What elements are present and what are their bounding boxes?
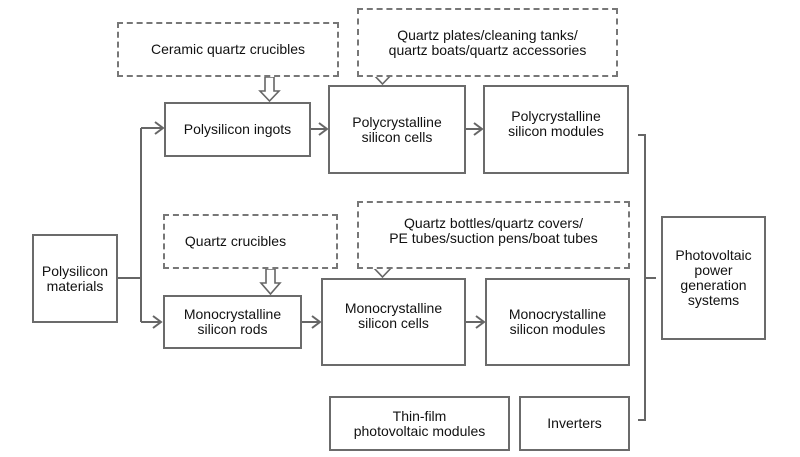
arrowhead-polycells-to-modules <box>473 122 484 136</box>
node-label: Thin-film photovoltaic modules <box>353 407 486 439</box>
node-inverters: Inverters <box>519 396 630 451</box>
node-label: Polycrystalline silicon cells <box>352 113 442 145</box>
node-monocrystalline-modules: Monocrystalline silicon modules <box>485 278 630 366</box>
node-polycrystalline-modules: Polycrystalline silicon modules <box>483 85 629 174</box>
node-label: Quartz plates/cleaning tanks/ quartz boa… <box>388 26 587 58</box>
node-label: Monocrystalline silicon modules <box>508 306 607 337</box>
node-thin-film-modules: Thin-film photovoltaic modules <box>329 396 510 451</box>
arrowhead-to-rods <box>152 315 163 329</box>
node-polycrystalline-cells: Polycrystalline silicon cells <box>328 85 466 174</box>
node-monocrystalline-cells: Monocrystalline silicon cells <box>321 278 466 366</box>
node-ceramic-quartz-crucibles: Ceramic quartz crucibles <box>117 22 339 77</box>
node-label: Polysilicon ingots <box>183 121 292 137</box>
node-label: Photovoltaic power generation systems <box>675 247 752 308</box>
hollow-arrow-crucibles-to-rods <box>259 268 282 296</box>
node-polysilicon-ingots: Polysilicon ingots <box>164 102 311 157</box>
node-label: Monocrystalline silicon rods <box>183 306 282 337</box>
node-label: Polysilicon materials <box>41 262 109 294</box>
node-polysilicon-materials: Polysilicon materials <box>32 234 118 323</box>
arrowhead-to-ingots <box>154 121 165 135</box>
node-label: Quartz crucibles <box>184 233 287 249</box>
node-monocrystalline-rods: Monocrystalline silicon rods <box>163 295 302 349</box>
node-label: Inverters <box>547 415 602 431</box>
node-quartz-plates: Quartz plates/cleaning tanks/ quartz boa… <box>357 8 618 77</box>
arrowhead-monocells-to-modules <box>475 315 486 329</box>
hollow-arrow-ceramic-to-ingots <box>258 76 281 103</box>
node-quartz-crucibles: Quartz crucibles <box>163 214 338 269</box>
node-label: Ceramic quartz crucibles <box>150 41 306 57</box>
node-quartz-bottles: Quartz bottles/quartz covers/ PE tubes/s… <box>357 201 630 269</box>
node-label: Quartz bottles/quartz covers/ PE tubes/s… <box>389 215 598 246</box>
node-label: Monocrystalline silicon cells <box>344 300 443 331</box>
bracket-to-pv-systems <box>638 134 646 421</box>
arrowhead-rods-to-cells <box>311 315 322 329</box>
node-label: Polycrystalline silicon modules <box>508 107 604 139</box>
node-pv-power-generation-systems: Photovoltaic power generation systems <box>661 216 766 340</box>
arrowhead-ingots-to-cells <box>318 122 329 136</box>
